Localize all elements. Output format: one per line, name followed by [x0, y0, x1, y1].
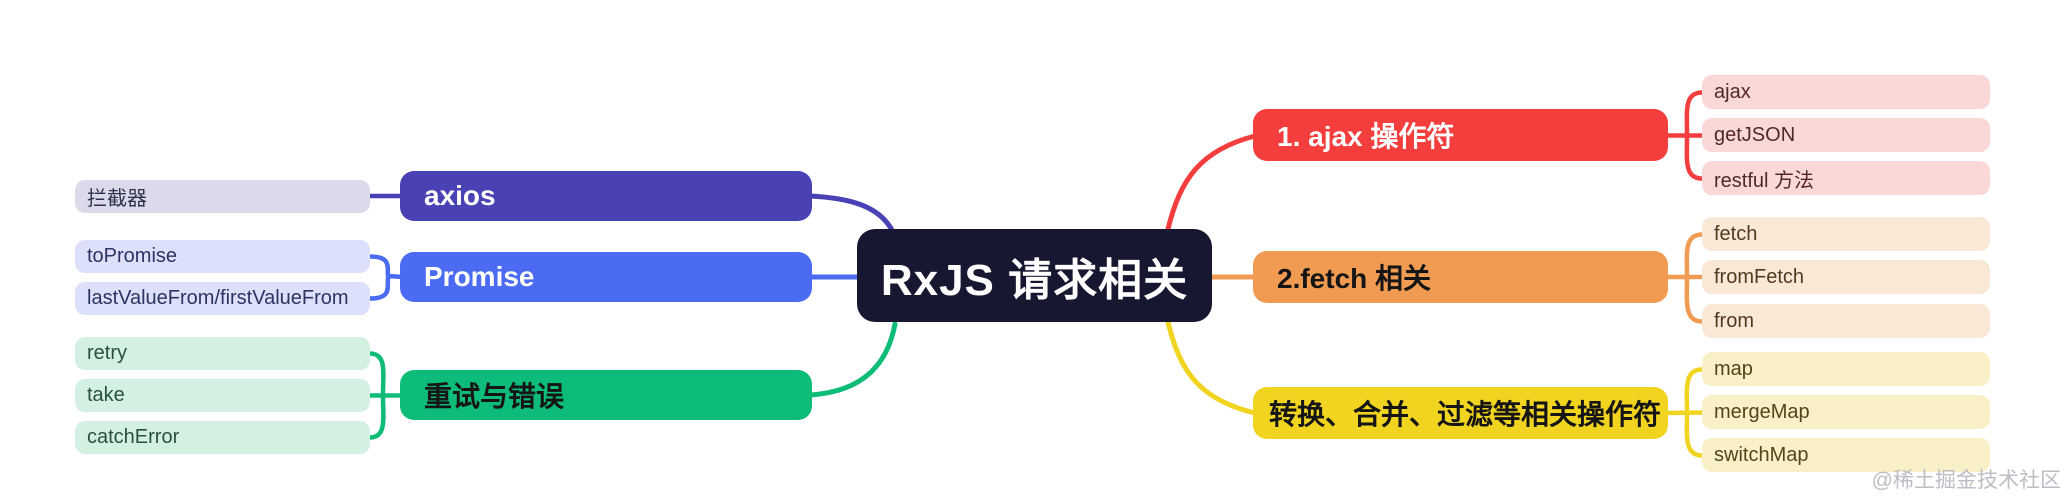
child-fetch[interactable]: fetch: [1702, 217, 1990, 251]
child-map[interactable]: map: [1702, 352, 1990, 386]
connector-transform-children: [1663, 367, 1705, 458]
node-transform-operators[interactable]: 转换、合并、过滤等相关操作符: [1253, 387, 1668, 439]
child-lastvaluefrom[interactable]: lastValueFrom/firstValueFrom: [75, 282, 370, 315]
child-catcherror[interactable]: catchError: [75, 421, 370, 454]
connector-retry-error-children: [367, 351, 407, 440]
connector-center-ajax: [1165, 133, 1258, 232]
child-take[interactable]: take: [75, 379, 370, 412]
child-from[interactable]: from: [1702, 304, 1990, 338]
child-retry[interactable]: retry: [75, 337, 370, 370]
child-mergemap[interactable]: mergeMap: [1702, 395, 1990, 429]
node-ajax-operators[interactable]: 1. ajax 操作符: [1253, 109, 1668, 161]
connector-ajax-children: [1663, 90, 1705, 181]
root-topic[interactable]: RxJS 请求相关: [857, 229, 1212, 322]
node-promise[interactable]: Promise: [400, 252, 812, 302]
connector-retry-error-center: [807, 321, 898, 398]
child-topromise[interactable]: toPromise: [75, 240, 370, 273]
juejin-watermark: @稀土掘金技术社区: [1871, 469, 2061, 492]
child-restful[interactable]: restful 方法: [1702, 161, 1990, 195]
child-interceptor[interactable]: 拦截器: [75, 180, 370, 213]
child-getjson[interactable]: getJSON: [1702, 118, 1990, 152]
node-axios[interactable]: axios: [400, 171, 812, 221]
connector-fetch-children: [1663, 232, 1705, 324]
child-fromfetch[interactable]: fromFetch: [1702, 260, 1990, 294]
node-fetch-related[interactable]: 2.fetch 相关: [1253, 251, 1668, 303]
child-ajax[interactable]: ajax: [1702, 75, 1990, 109]
connector-center-transform: [1165, 319, 1258, 416]
child-switchmap[interactable]: switchMap: [1702, 438, 1990, 472]
node-retry-error[interactable]: 重试与错误: [400, 370, 812, 420]
connector-axios-center: [807, 193, 896, 235]
connector-promise-children: [367, 254, 407, 301]
